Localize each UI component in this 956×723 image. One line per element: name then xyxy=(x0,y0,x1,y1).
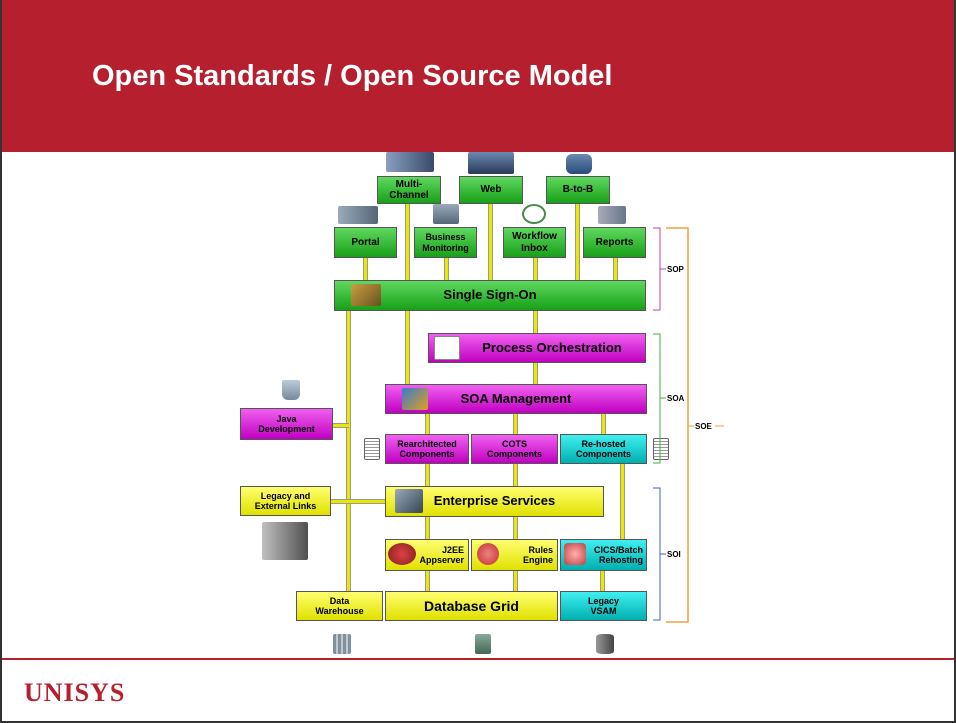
cup-icon xyxy=(388,543,416,565)
process-orchestration-box: Process Orchestration xyxy=(428,333,646,363)
reports-box: Reports xyxy=(583,227,646,258)
frame-border xyxy=(0,721,956,723)
web-box: Web xyxy=(459,176,523,204)
connector xyxy=(331,499,386,504)
portal-box: Portal xyxy=(334,227,397,258)
building-icon xyxy=(333,634,351,654)
connector xyxy=(575,204,580,282)
batch-icon xyxy=(564,543,586,565)
connector xyxy=(488,204,493,282)
workflow-inbox-box: Workflow Inbox xyxy=(503,227,566,258)
key-icon xyxy=(351,284,381,306)
connector xyxy=(425,464,430,486)
data-warehouse-box: Data Warehouse xyxy=(296,591,383,621)
connector xyxy=(425,571,430,593)
java-development-box: Java Development xyxy=(240,408,333,440)
process-icon xyxy=(434,336,460,360)
frame-border xyxy=(0,0,2,723)
connector xyxy=(425,517,430,539)
business-monitoring-box: Business Monitoring xyxy=(414,227,477,258)
coffee-cup-icon xyxy=(282,380,300,400)
connector xyxy=(513,571,518,593)
document-icon xyxy=(653,438,669,460)
soe-label: SOE xyxy=(695,422,712,431)
database-grid-box: Database Grid xyxy=(385,591,558,621)
connector xyxy=(405,311,410,385)
connector xyxy=(620,464,625,540)
connector xyxy=(533,311,538,333)
connector xyxy=(346,311,351,593)
rearchitected-components-box: Rearchitected Components xyxy=(385,434,469,464)
server-icon xyxy=(262,522,308,560)
legacy-vsam-box: Legacy VSAM xyxy=(560,591,647,621)
devices-icon xyxy=(386,152,434,172)
document-icon xyxy=(364,438,380,460)
multi-channel-box: Multi- Channel xyxy=(377,176,441,204)
connector xyxy=(600,571,605,593)
portal-icon xyxy=(338,206,378,224)
frame-border xyxy=(954,0,956,723)
sop-label: SOP xyxy=(667,265,684,274)
connector xyxy=(363,258,368,280)
soa-label: SOA xyxy=(667,394,685,403)
database-server-icon xyxy=(475,634,491,654)
slide-title: Open Standards / Open Source Model xyxy=(92,60,613,92)
connector xyxy=(333,423,349,428)
user-icon xyxy=(566,154,592,174)
connector xyxy=(513,517,518,539)
legacy-external-links-box: Legacy and External Links xyxy=(240,486,331,516)
gear-icon xyxy=(477,543,499,565)
title-banner xyxy=(0,0,956,152)
footer-divider xyxy=(0,658,956,660)
b2b-box: B-to-B xyxy=(546,176,610,204)
connector xyxy=(533,363,538,385)
soa-management-box: SOA Management xyxy=(385,384,647,414)
connector xyxy=(613,258,618,280)
cots-components-box: COTS Components xyxy=(471,434,558,464)
monitoring-icon xyxy=(433,204,459,224)
connector xyxy=(444,258,449,280)
single-sign-on-box: Single Sign-On xyxy=(334,280,646,311)
soa-icon xyxy=(402,388,428,410)
reports-icon xyxy=(598,206,626,224)
unisys-logo: UNISYS xyxy=(24,678,126,707)
computer-icon xyxy=(468,152,514,174)
database-icon xyxy=(596,634,614,654)
services-icon xyxy=(395,489,423,513)
workflow-icon xyxy=(522,204,546,224)
connector xyxy=(425,414,430,434)
connector xyxy=(405,204,410,282)
soi-label: SOI xyxy=(667,550,681,559)
connector xyxy=(533,258,538,280)
connector xyxy=(601,414,606,434)
rehosted-components-box: Re-hosted Components xyxy=(560,434,647,464)
connector xyxy=(513,464,518,486)
connector xyxy=(513,414,518,434)
